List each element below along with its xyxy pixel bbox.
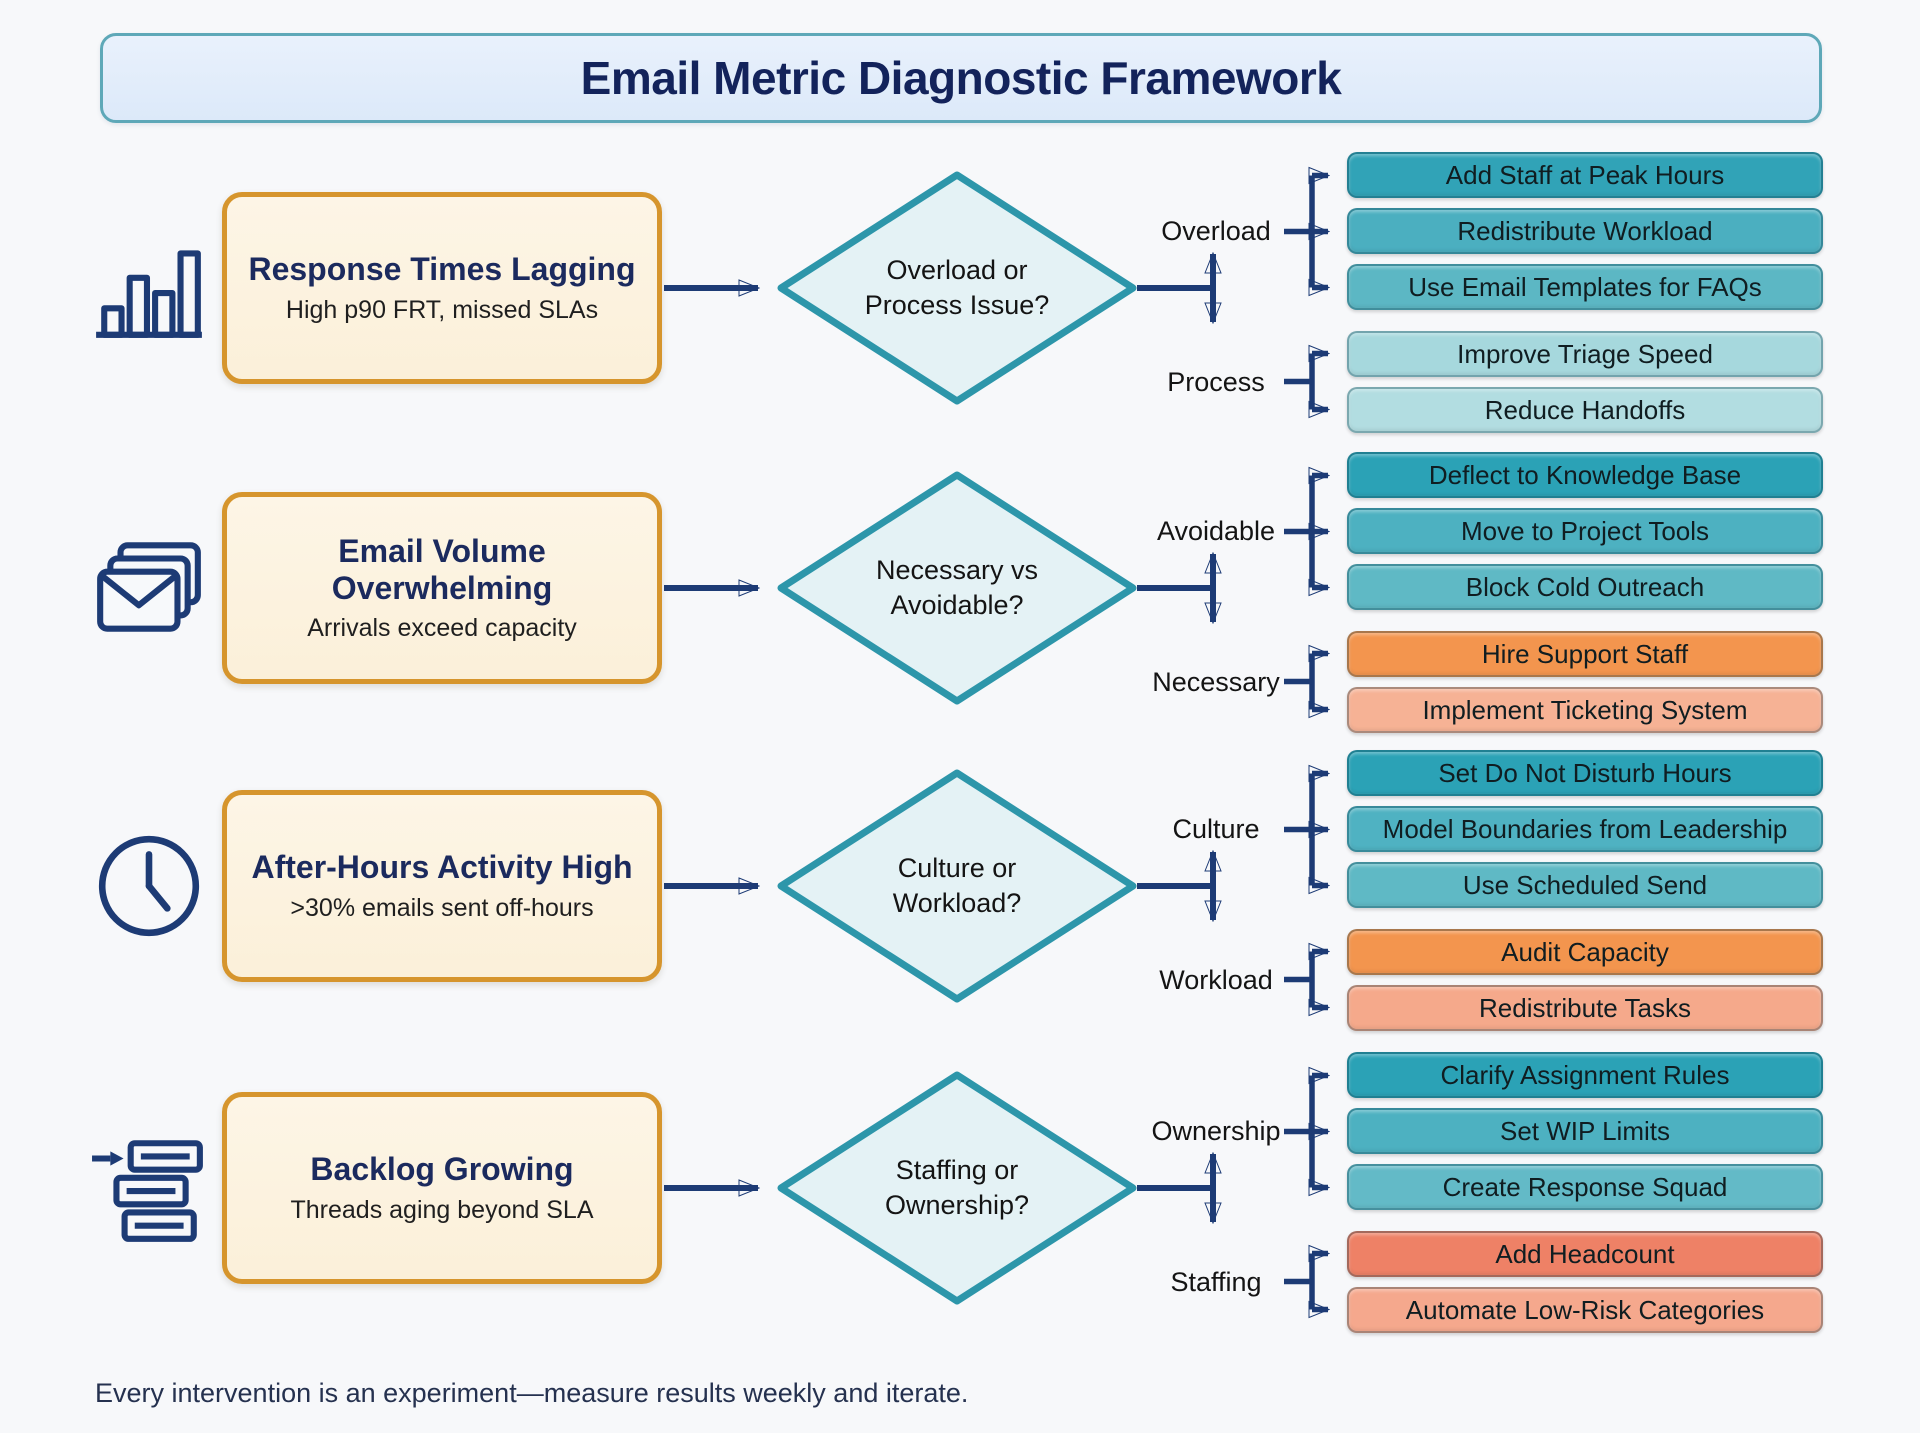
title-panel: Email Metric Diagnostic Framework	[100, 33, 1822, 123]
row-2-connectors	[664, 476, 1328, 710]
page-title: Email Metric Diagnostic Framework	[580, 52, 1342, 104]
row-1-connectors	[664, 176, 1328, 410]
footer-note: Every intervention is an experiment—meas…	[95, 1378, 969, 1408]
row-3-connectors	[664, 774, 1328, 1008]
row-4-connectors	[664, 1076, 1328, 1310]
